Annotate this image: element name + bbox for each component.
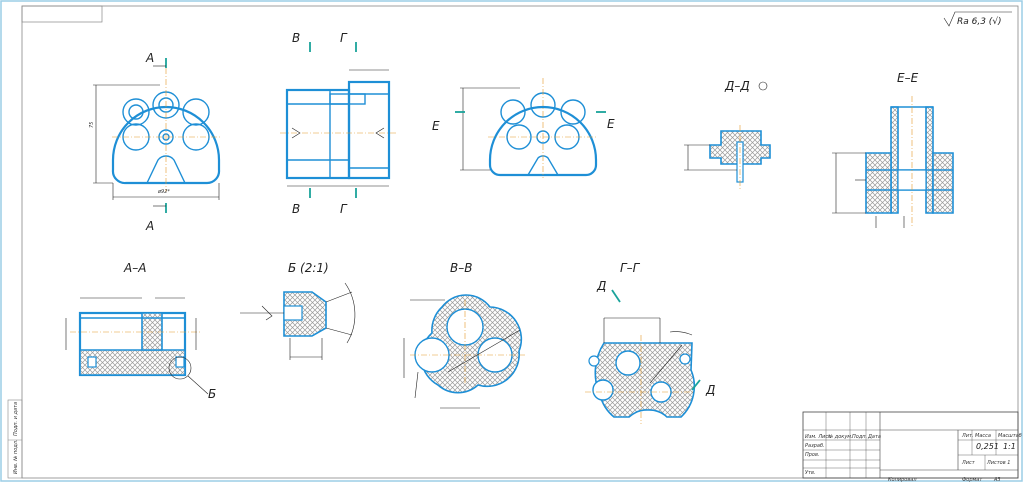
section-d-d: Д–Д bbox=[684, 79, 771, 190]
left-strip-inv: Инв. № подл. bbox=[13, 440, 19, 475]
detail-b-title: Б (2:1) bbox=[288, 261, 329, 275]
front-view: 75 ø92* А А bbox=[89, 51, 222, 233]
callout-b: Б bbox=[208, 387, 216, 401]
label-v-top: В bbox=[292, 31, 300, 45]
tb-data: Дата bbox=[867, 434, 881, 440]
label-g-bottom: Г bbox=[340, 202, 348, 216]
section-e-e: Е–Е bbox=[832, 71, 954, 228]
tb-prov: Пров. bbox=[805, 452, 820, 458]
tb-izm: Изм. Лист bbox=[805, 434, 832, 440]
tb-podp: Подп. bbox=[852, 434, 867, 440]
side-view: В Г В Г bbox=[280, 31, 396, 216]
front-view-diameter-dim: ø92* bbox=[157, 189, 170, 195]
view-e: Е Е bbox=[432, 78, 615, 178]
roughness-symbol: Ra 6,3 (√) bbox=[943, 11, 1012, 27]
label-v-bottom: В bbox=[292, 202, 300, 216]
tb-format-value: А3 bbox=[993, 477, 1001, 483]
tb-mass-value: 0,251 bbox=[976, 442, 999, 451]
tb-razrab: Разраб. bbox=[805, 443, 825, 449]
detail-b: Б (2:1) bbox=[240, 261, 356, 360]
label-d-bottom: Д bbox=[705, 383, 715, 397]
tb-scale-value: 1:1 bbox=[1003, 442, 1016, 451]
tb-kopiroval: Копировал bbox=[888, 477, 917, 483]
tb-utv: Утв. bbox=[805, 470, 816, 476]
label-a-top: А bbox=[145, 51, 154, 65]
label-e-right: Е bbox=[607, 117, 615, 131]
section-g-g: Г–Г Д Д bbox=[585, 261, 715, 424]
section-gg-title: Г–Г bbox=[620, 261, 641, 275]
section-aa-title: А–А bbox=[123, 261, 146, 275]
left-strip: Инв. № подл. Подп. и дата bbox=[7, 399, 23, 479]
left-strip-podp: Подп. и дата bbox=[13, 402, 19, 436]
tb-lit: Лит. bbox=[961, 433, 974, 439]
roughness-text: Ra 6,3 (√) bbox=[957, 16, 1002, 27]
label-a-bottom: А bbox=[145, 219, 154, 233]
tb-format: Формат bbox=[962, 477, 983, 483]
section-v-v: В–В bbox=[403, 261, 525, 409]
label-g-top: Г bbox=[340, 31, 348, 45]
section-ee-title: Е–Е bbox=[897, 71, 919, 85]
label-d-top: Д bbox=[596, 279, 606, 293]
label-e-left: Е bbox=[432, 119, 440, 133]
tb-mass: Масса bbox=[975, 433, 991, 439]
inner-frame bbox=[21, 5, 1019, 479]
tb-sheets: Листов 1 bbox=[986, 460, 1010, 466]
section-a-a: А–А Б bbox=[65, 261, 216, 401]
tb-ndok: № докум. bbox=[827, 434, 853, 440]
front-view-height-dim: 75 bbox=[89, 122, 95, 128]
section-dd-title: Д–Д bbox=[724, 79, 750, 93]
tb-scale: Масштаб bbox=[998, 433, 1022, 439]
title-block: Лит. Масса Масштаб 0,251 1:1 Лист Листов… bbox=[802, 411, 1022, 483]
tb-sheet: Лист bbox=[961, 460, 976, 466]
corner-stamp bbox=[21, 5, 103, 23]
section-vv-title: В–В bbox=[450, 261, 472, 275]
